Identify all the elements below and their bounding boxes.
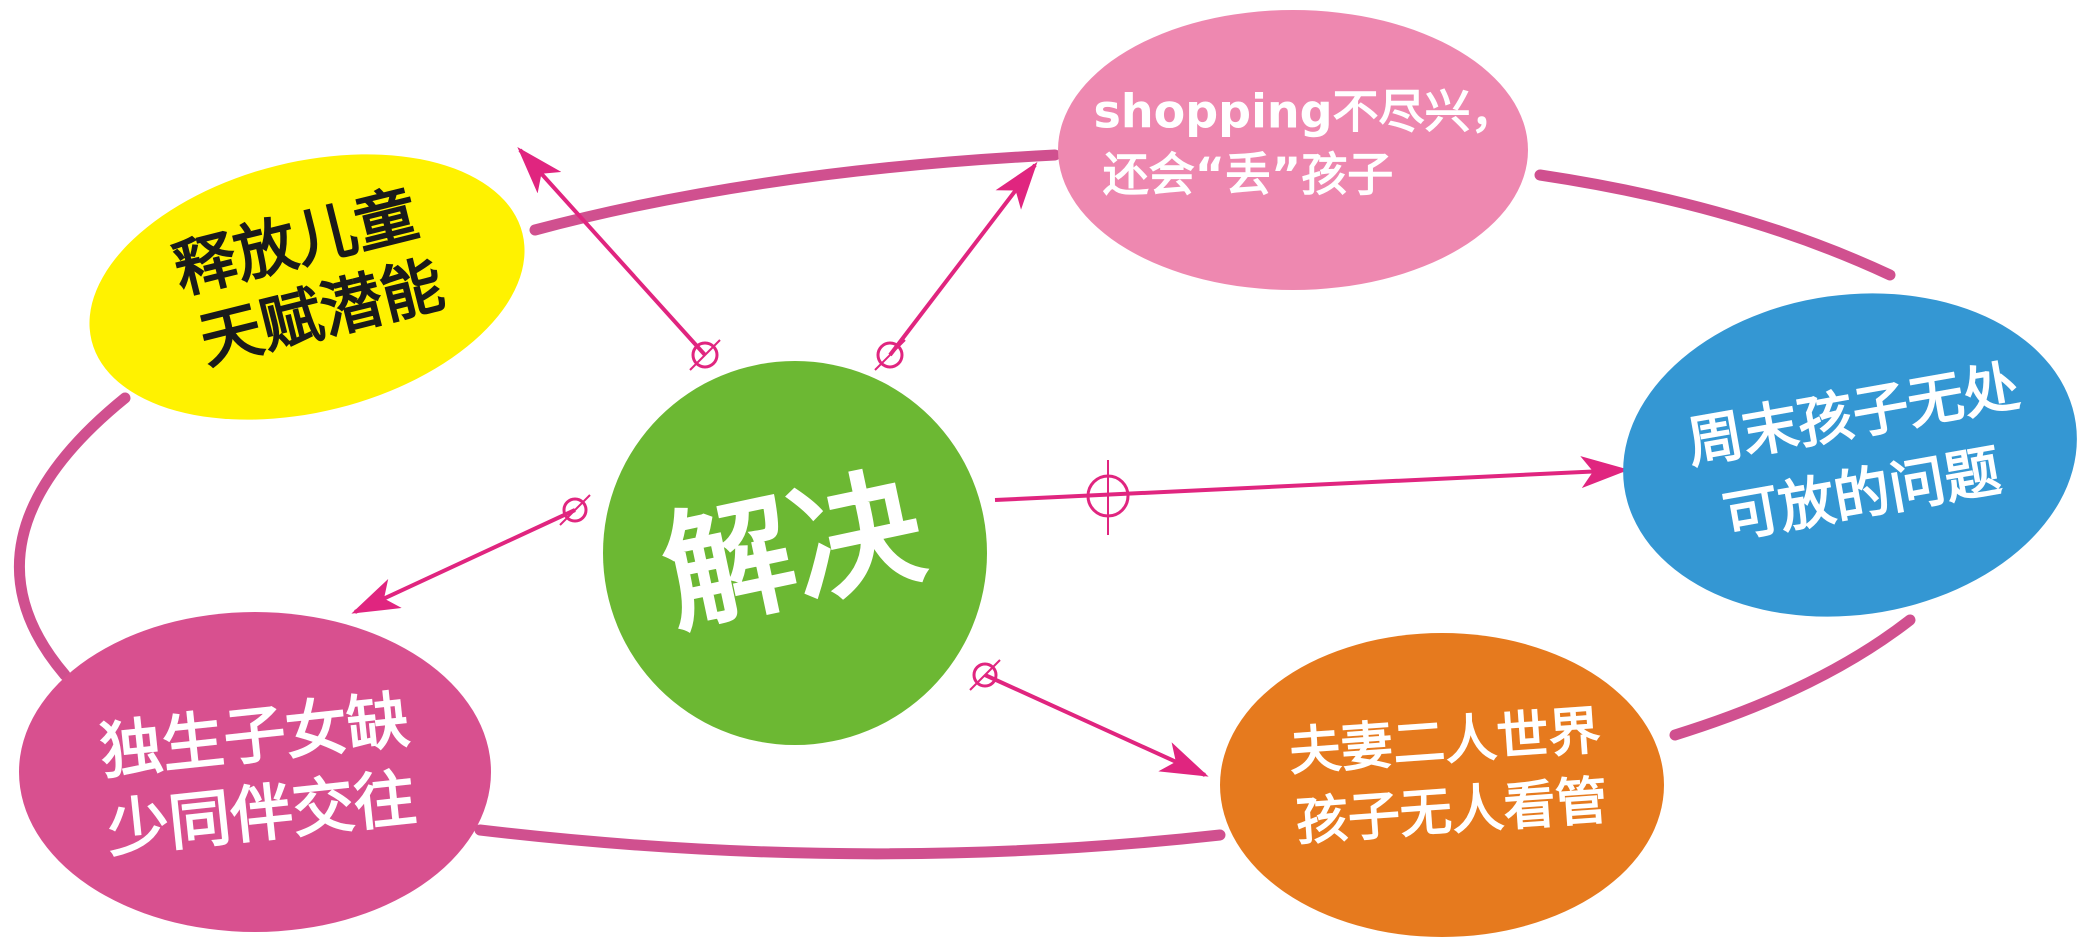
node-release-bubble — [89, 154, 525, 420]
arrow-to-shopping — [888, 161, 1038, 357]
node-shopping-line-1: shopping不尽兴， — [1093, 85, 1516, 139]
arrow-to-only-child — [351, 508, 576, 614]
arrow-target-mark — [562, 497, 588, 523]
arrow-to-weekend — [994, 456, 1629, 502]
ring-arc-right — [1669, 614, 1916, 741]
node-couple: 夫妻二人世界 孩子无人看管 — [1220, 633, 1664, 937]
node-only-child: 独生子女缺 少同伴交往 — [19, 612, 491, 932]
ring-arc-left — [13, 392, 131, 681]
node-weekend: 周末孩子无处 可放的问题 — [1623, 293, 2077, 617]
arrow-target-cross — [969, 659, 1001, 691]
node-weekend-bubble — [1623, 293, 2077, 617]
arrow-target-mark — [691, 341, 719, 369]
ring-arc-top-left — [529, 149, 1061, 236]
node-release: 释放儿童 天赋潜能 — [89, 154, 525, 420]
arrow-target-cross — [559, 494, 591, 526]
arrow-target-cross — [689, 339, 721, 371]
arrow-target-cross — [874, 339, 906, 371]
node-shopping: shopping不尽兴， 还会“丢”孩子 — [1058, 10, 1528, 290]
node-only-child-bubble — [19, 612, 491, 932]
arrow-target-mark — [972, 662, 998, 688]
center-circle — [603, 361, 987, 745]
outer-ring — [13, 149, 1916, 860]
arrow-target-mark — [876, 341, 904, 369]
ring-arc-bottom — [474, 824, 1226, 860]
ring-arc-top-right — [1534, 169, 1896, 281]
node-shopping-line-2: 还会“丢”孩子 — [1103, 148, 1393, 202]
arrow-to-release — [517, 147, 707, 357]
arrow-to-couple — [984, 673, 1209, 777]
center-node: 解决 — [603, 361, 987, 745]
node-couple-bubble — [1220, 633, 1664, 937]
node-shopping-bubble — [1058, 10, 1528, 290]
arrows — [351, 147, 1629, 777]
